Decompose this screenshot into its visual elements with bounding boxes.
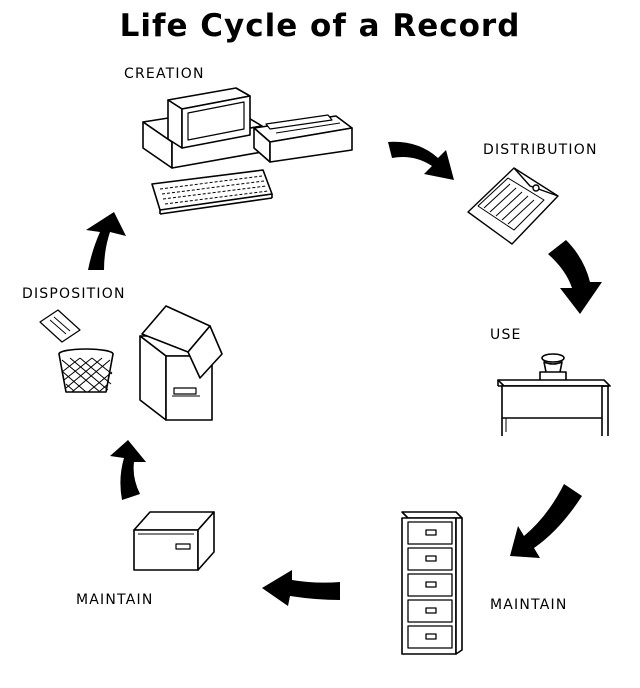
arrow-icon — [388, 142, 454, 180]
computer-and-printer-icon — [143, 88, 352, 214]
arrow-icon — [110, 440, 146, 500]
arrow-icon — [510, 484, 582, 558]
storage-box-icon — [134, 512, 214, 570]
arrow-icon — [548, 240, 602, 314]
person-at-desk-icon — [498, 354, 610, 436]
document-envelope-icon — [468, 168, 558, 244]
arrow-icon — [262, 570, 340, 606]
filing-cabinet-icon — [402, 512, 462, 654]
wastebasket-and-shredder-icon — [40, 306, 222, 420]
arrow-icon — [86, 212, 126, 270]
